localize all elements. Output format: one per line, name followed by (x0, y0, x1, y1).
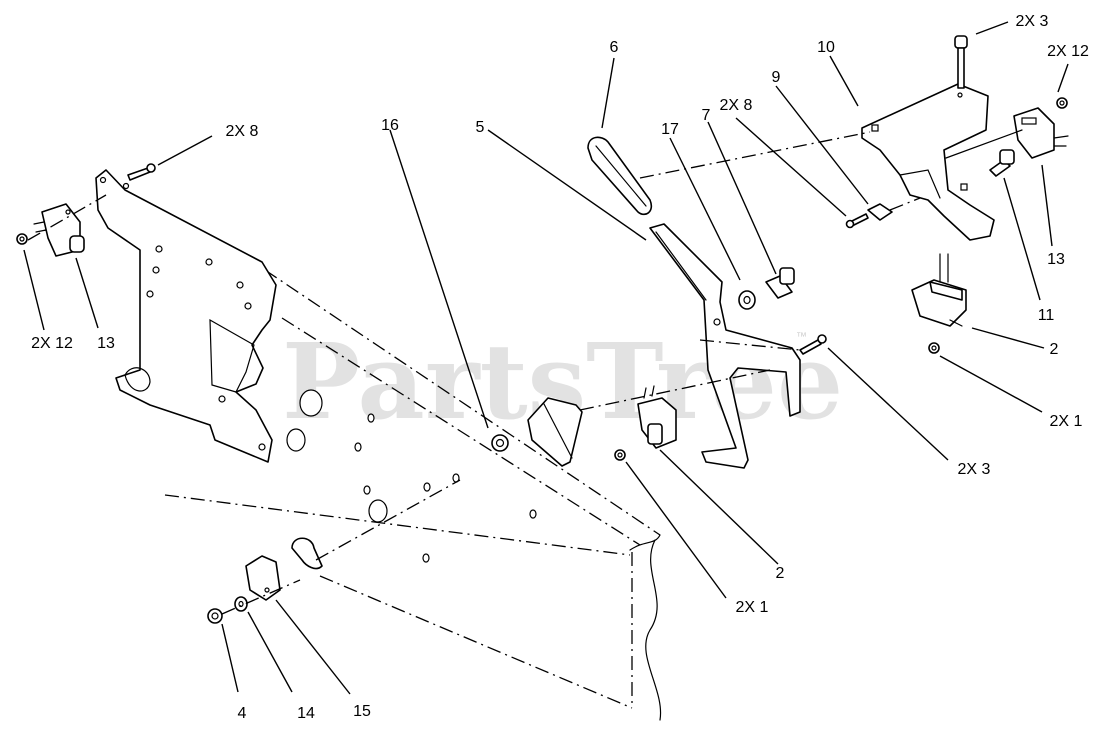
callout-14: 14 (297, 705, 315, 722)
left-screw (127, 163, 156, 181)
handle-grip (587, 136, 653, 216)
clip-screw (845, 213, 869, 229)
callout-2-bottom: 2 (776, 565, 785, 582)
center-nut (491, 434, 509, 452)
left-mounting-plate (95, 169, 277, 463)
callout-labels: 6 10 2X 3 2X 12 16 5 9 7 2X 8 17 2X 8 13… (31, 13, 1089, 722)
watermark-trademark: ™ (796, 331, 807, 343)
callout-2x12-right: 2X 12 (1047, 43, 1089, 60)
right-switch (1013, 107, 1069, 159)
lower-right-hex-nut (928, 342, 940, 354)
callout-2x3-top: 2X 3 (1016, 13, 1049, 30)
callout-7: 7 (702, 107, 711, 124)
callout-4: 4 (238, 705, 247, 722)
panel-hole-ring (299, 389, 323, 417)
left-hex-nut (16, 233, 28, 245)
callout-2x8-left: 2X 8 (226, 123, 259, 140)
top-screw (954, 35, 968, 89)
pivot-bolt (989, 149, 1015, 177)
lower-right-switch (911, 253, 967, 327)
callout-11: 11 (1038, 307, 1055, 324)
callout-2x8-mid: 2X 8 (720, 97, 753, 114)
callout-2-right: 2 (1050, 341, 1059, 358)
bracket-screw (799, 334, 827, 355)
wire-clip (291, 537, 323, 570)
shoulder-bolt (765, 267, 795, 299)
washer (738, 290, 756, 310)
panel-hole-ring (286, 428, 306, 452)
left-switch (33, 203, 85, 257)
callout-5: 5 (476, 119, 485, 136)
callout-17: 17 (661, 121, 679, 138)
retainer-clip (867, 203, 893, 221)
lower-washer (234, 596, 248, 612)
lower-bracket (245, 555, 281, 601)
upper-right-bracket (861, 83, 995, 241)
right-hex-nut (1056, 97, 1068, 109)
leader-lines (23, 21, 1069, 695)
callout-10: 10 (817, 39, 835, 56)
callout-13-left: 13 (97, 335, 115, 352)
callout-9: 9 (772, 69, 781, 86)
callout-2x12-left: 2X 12 (31, 335, 73, 352)
callout-2x1-right: 2X 1 (1050, 413, 1083, 430)
center-clip (527, 397, 583, 467)
center-hex-nut (614, 449, 626, 461)
callout-15: 15 (353, 703, 371, 720)
callout-6: 6 (610, 39, 619, 56)
lever-bracket (649, 223, 801, 469)
lower-nut (207, 608, 223, 624)
callout-13-right: 13 (1047, 251, 1065, 268)
callout-2x3-bottom: 2X 3 (958, 461, 991, 478)
callout-16: 16 (381, 117, 399, 134)
callout-2x1-bottom: 2X 1 (736, 599, 769, 616)
panel-hole-ring (368, 499, 388, 523)
center-switch (637, 385, 677, 449)
